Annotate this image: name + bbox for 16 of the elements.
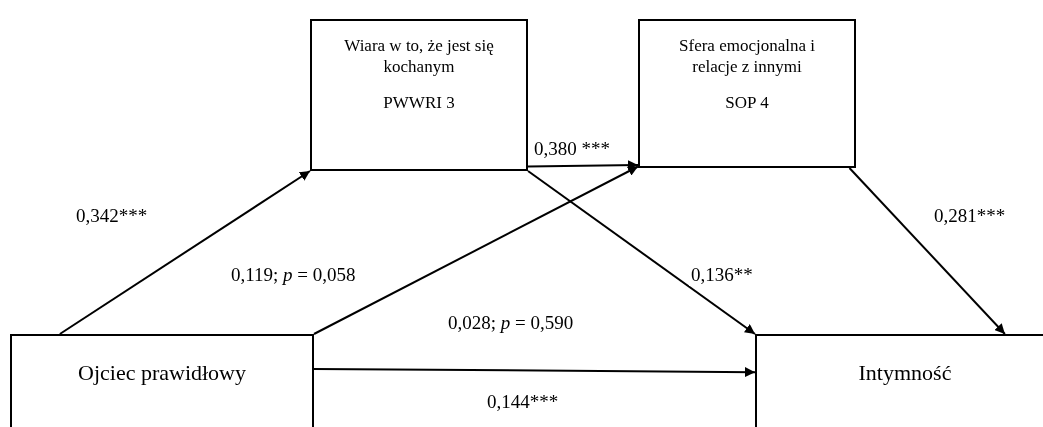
variable-box xyxy=(755,334,1043,427)
variable-box xyxy=(10,334,314,427)
variable-name: Sfera emocjonalna i relacje z innymi xyxy=(678,35,816,78)
arrow xyxy=(313,165,639,335)
arrow xyxy=(313,367,756,378)
variable-code: PWWRI 3 xyxy=(383,91,455,113)
variable-name: Ojciec prawidłowy xyxy=(78,358,246,387)
arrow xyxy=(527,160,639,171)
variable-code: SOP 4 xyxy=(725,91,769,113)
variable-box xyxy=(310,19,528,171)
variable-name: Intymność xyxy=(858,358,952,387)
variable-box xyxy=(638,19,856,168)
arrow xyxy=(848,167,1006,335)
variable-name: Wiara w to, że jest się kochanym xyxy=(343,35,495,78)
arrow xyxy=(527,170,756,335)
arrow xyxy=(58,170,311,335)
